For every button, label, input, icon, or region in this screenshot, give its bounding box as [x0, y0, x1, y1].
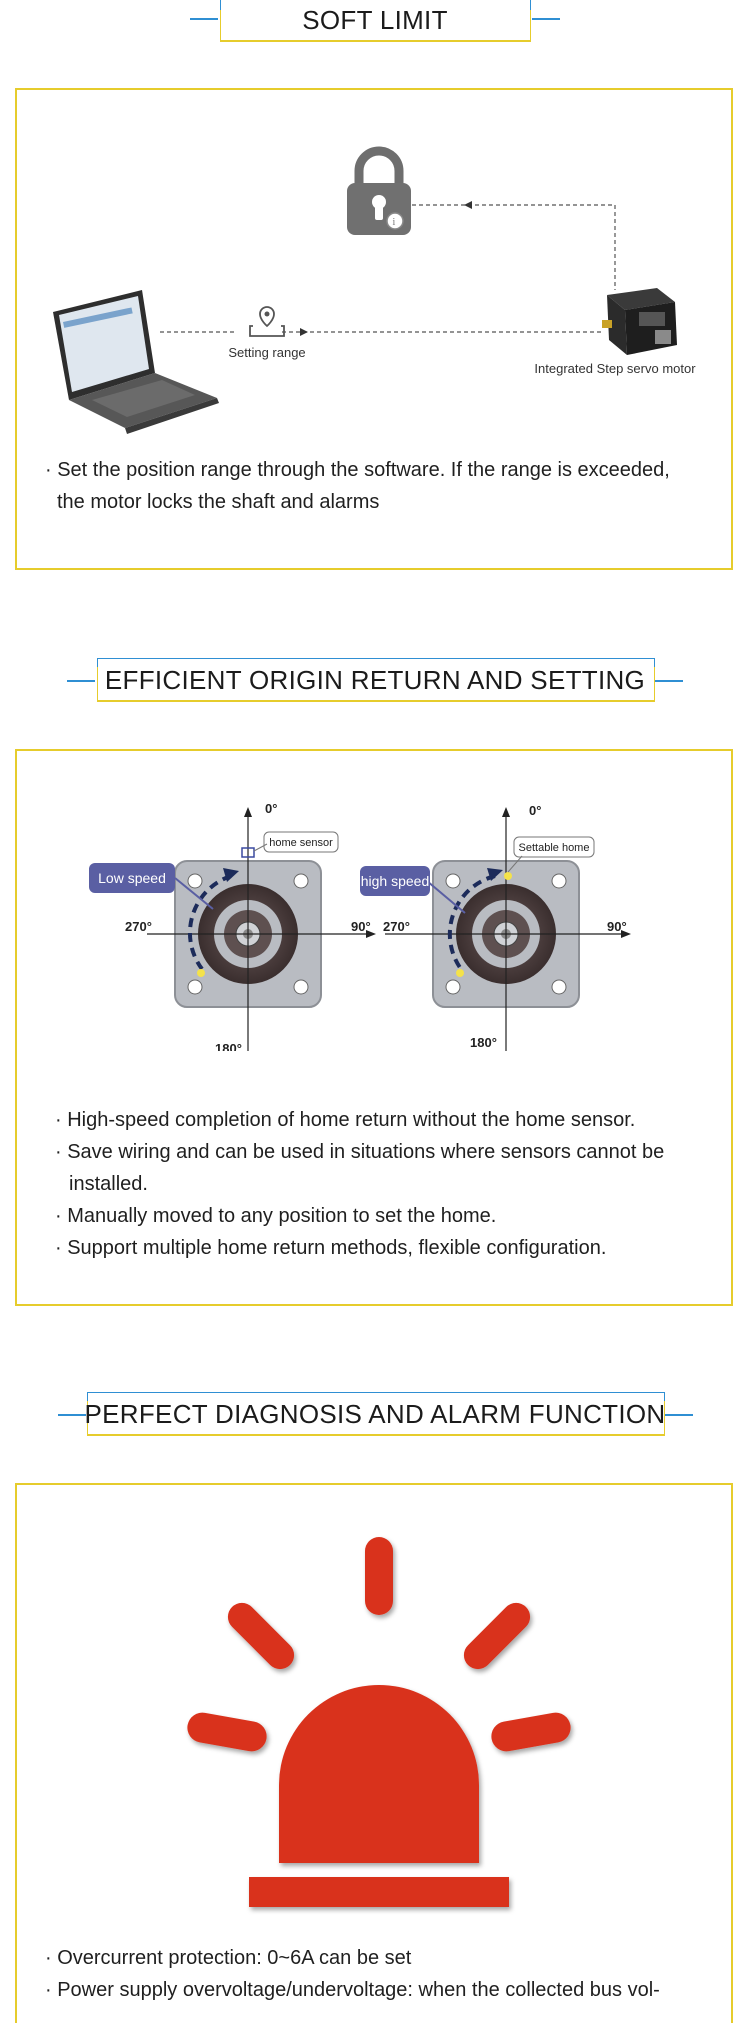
- lock-icon: i: [347, 146, 411, 235]
- left-top-angle: 0°: [265, 801, 277, 816]
- diagnosis-bullet-2: · Power supply overvoltage/undervoltage:…: [45, 1979, 660, 2001]
- origin-diagram: home sensor Low speed 0° 270° 90° 180°: [89, 801, 631, 1051]
- right-left-angle: 270°: [383, 919, 410, 934]
- origin-bullet-2: · Save wiring and can be used in situati…: [55, 1141, 665, 1163]
- soft-limit-bullet-1: · Set the position range through the sof…: [45, 459, 670, 481]
- right-right-angle: 90°: [607, 919, 627, 934]
- alarm-light-icon: [187, 1537, 571, 1907]
- right-top-angle: 0°: [529, 803, 541, 818]
- soft-limit-panel: i Setting range: [15, 88, 733, 570]
- origin-return-heading: EFFICIENT ORIGIN RETURN AND SETTING: [0, 655, 750, 715]
- servo-motor-icon: [602, 288, 677, 355]
- diagnosis-heading: PERFECT DIAGNOSIS AND ALARM FUNCTION: [0, 1389, 750, 1449]
- soft-limit-bullet-2: the motor locks the shaft and alarms: [57, 491, 380, 513]
- diagnosis-bullet-1: · Overcurrent protection: 0~6A can be se…: [45, 1947, 412, 1969]
- motor-label: Integrated Step servo motor: [534, 361, 696, 376]
- home-sensor-callout: home sensor: [269, 837, 333, 849]
- high-speed-badge: high speed: [361, 873, 430, 889]
- soft-limit-heading: SOFT LIMIT: [0, 0, 750, 60]
- left-right-angle: 90°: [351, 919, 371, 934]
- laptop-icon: [53, 290, 219, 434]
- right-bottom-angle: 180°: [470, 1035, 497, 1050]
- soft-limit-title: SOFT LIMIT: [302, 5, 448, 35]
- diagnosis-panel: · Overcurrent protection: 0~6A can be se…: [15, 1483, 733, 2023]
- origin-bullet-5: · Support multiple home return methods, …: [55, 1237, 607, 1259]
- origin-bullet-1: · High-speed completion of home return w…: [55, 1109, 636, 1131]
- settable-home-callout: Settable home: [519, 842, 590, 854]
- soft-limit-diagram: i Setting range: [53, 146, 696, 434]
- svg-text:i: i: [393, 217, 396, 228]
- left-left-angle: 270°: [125, 919, 152, 934]
- map-pin-icon: [249, 306, 285, 337]
- low-speed-badge: Low speed: [98, 870, 166, 886]
- origin-return-title: EFFICIENT ORIGIN RETURN AND SETTING: [104, 665, 646, 695]
- origin-bullet-4: · Manually moved to any position to set …: [55, 1205, 497, 1227]
- origin-return-panel: home sensor Low speed 0° 270° 90° 180°: [15, 749, 733, 1306]
- setting-range-label: Setting range: [228, 345, 305, 360]
- diagnosis-title: PERFECT DIAGNOSIS AND ALARM FUNCTION: [84, 1399, 666, 1429]
- origin-bullet-3: installed.: [69, 1173, 148, 1195]
- left-bottom-angle: 180°: [215, 1041, 242, 1051]
